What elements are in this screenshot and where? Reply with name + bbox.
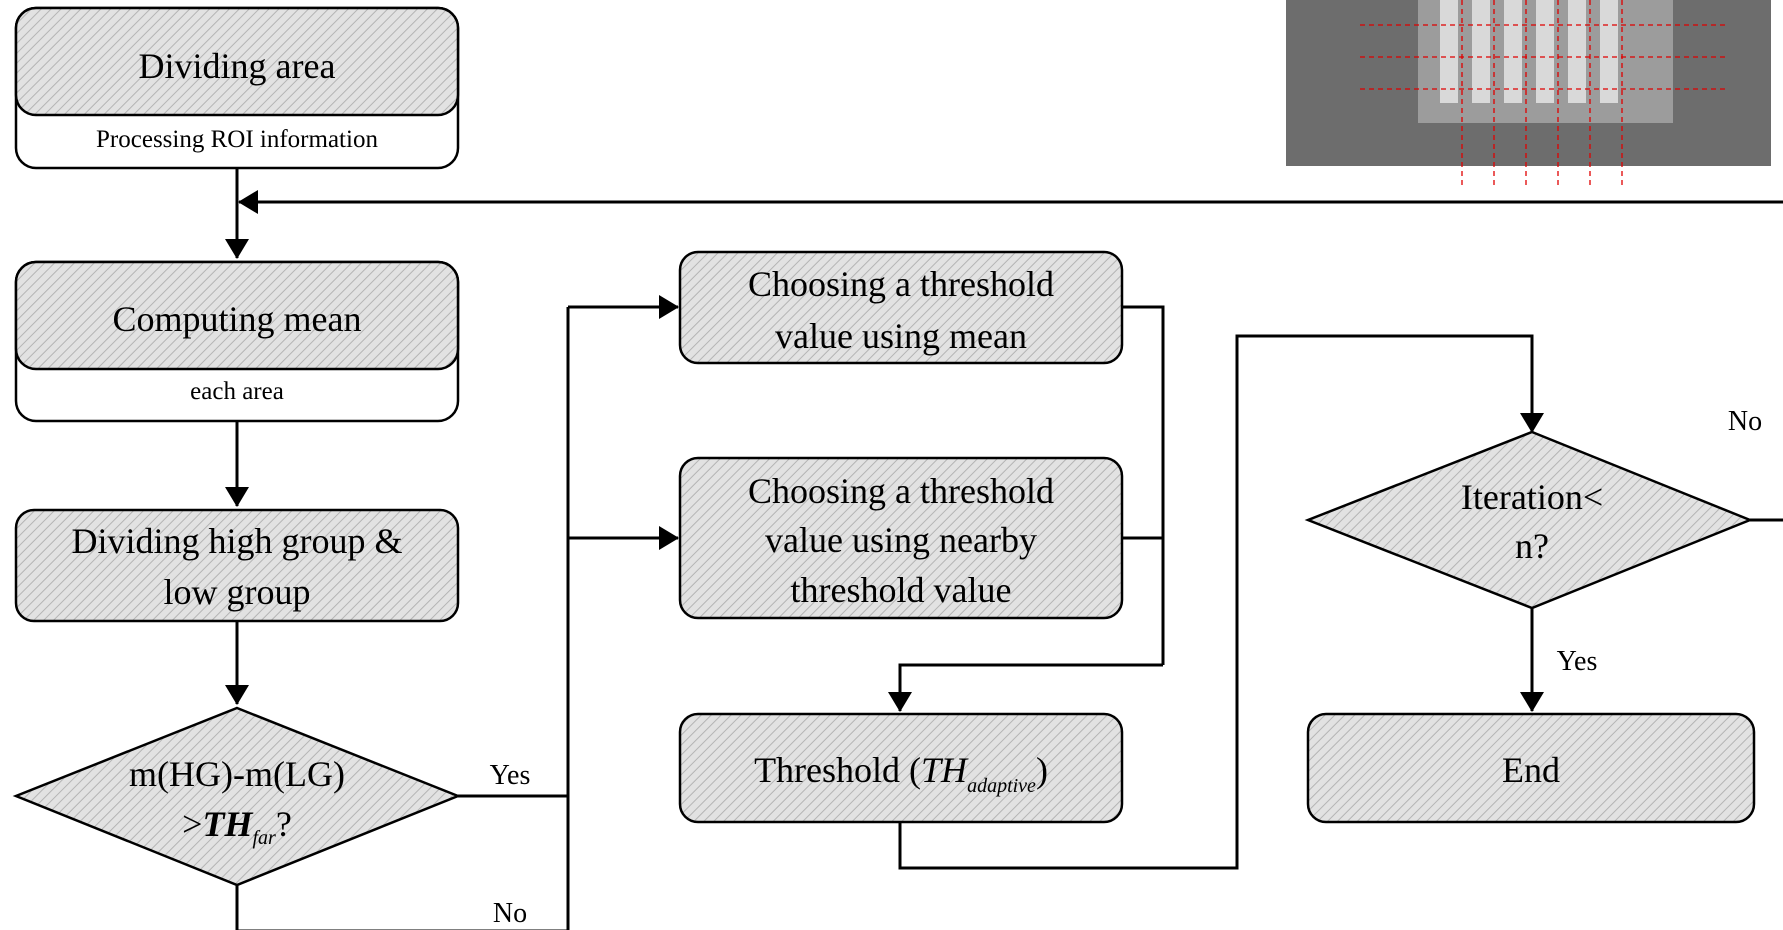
- decision-far-prefix: >: [182, 804, 202, 844]
- dividing-area-title: Dividing area: [139, 46, 336, 86]
- node-computing-mean: Computing mean each area: [14, 260, 460, 423]
- dividing-area-subtitle: Processing ROI information: [96, 126, 378, 153]
- edge-label-no-iteration: No: [1728, 406, 1762, 437]
- decision-far: m(HG)-m(LG) >THfar?: [12, 706, 462, 887]
- roi-example-image: [1286, 0, 1771, 188]
- choose-nearby-line2: value using nearby: [765, 520, 1037, 560]
- edge-label-no-far: No: [493, 898, 527, 929]
- edge-mean-to-merge: [1122, 305, 1165, 665]
- choose-mean-line2: value using mean: [775, 316, 1027, 356]
- threshold-th: TH: [921, 750, 969, 790]
- edge-threshold-to-iteration: [898, 334, 1544, 870]
- node-dividing-area: Dividing area Processing ROI information: [14, 6, 460, 170]
- dividing-groups-line1: Dividing high group &: [72, 521, 403, 561]
- computing-mean-subtitle: each area: [190, 378, 284, 405]
- threshold-label: Threshold (THadaptive): [754, 750, 1048, 797]
- choose-nearby-line1: Choosing a threshold: [748, 471, 1054, 511]
- edge-label-yes-iteration: Yes: [1557, 646, 1598, 677]
- node-choose-nearby: Choosing a threshold value using nearby …: [678, 456, 1124, 620]
- edge-merge-to-threshold: [888, 663, 1163, 712]
- iteration-line2: n?: [1515, 526, 1549, 566]
- decision-iteration: Iteration< n?: [1304, 430, 1754, 610]
- threshold-suffix: ): [1036, 750, 1048, 790]
- computing-mean-title: Computing mean: [113, 299, 362, 339]
- edge-decision-no: [235, 307, 570, 930]
- decision-far-line1: m(HG)-m(LG): [129, 754, 345, 794]
- iteration-line1: Iteration<: [1461, 477, 1603, 517]
- edge-label-yes-far: Yes: [490, 760, 531, 791]
- node-threshold: Threshold (THadaptive): [678, 712, 1124, 824]
- decision-far-th: TH: [202, 804, 253, 844]
- threshold-th-sub: adaptive: [967, 775, 1036, 797]
- decision-far-suffix: ?: [276, 804, 292, 844]
- choose-nearby-line3: threshold value: [791, 570, 1012, 610]
- threshold-prefix: Threshold (: [754, 750, 921, 790]
- node-choose-mean: Choosing a threshold value using mean: [678, 250, 1124, 365]
- decision-far-line2: >THfar?: [182, 804, 292, 849]
- choose-mean-line1: Choosing a threshold: [748, 264, 1054, 304]
- node-dividing-groups: Dividing high group & low group: [14, 508, 460, 623]
- decision-far-th-sub: far: [252, 827, 276, 849]
- end-label: End: [1502, 750, 1560, 790]
- node-end: End: [1306, 712, 1756, 824]
- dividing-groups-line2: low group: [164, 572, 311, 612]
